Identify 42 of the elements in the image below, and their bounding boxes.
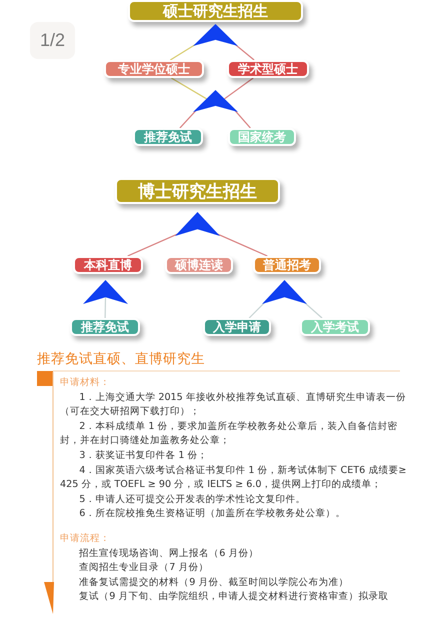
category-box: 学术型硕士 <box>227 60 309 78</box>
connector-line <box>104 297 106 318</box>
triangle-marker <box>175 212 220 236</box>
category-box: 国家统考 <box>228 128 296 146</box>
page-indicator: 1/2 <box>30 22 76 59</box>
section-heading: 推荐免试直硕、直博研究生 <box>37 350 205 368</box>
title-box: 博士研究生招生 <box>115 178 280 204</box>
step-text: 准备复试需提交的材料（9 月份、截至时间以学院公布为准） <box>78 576 350 590</box>
connector-line <box>179 109 198 128</box>
connector-line <box>248 301 266 318</box>
category-box: 入学申请 <box>203 318 271 336</box>
triangle-marker <box>193 24 238 46</box>
category-box: 硕博连读 <box>165 256 233 274</box>
connector-line <box>234 109 251 128</box>
category-box: 推荐免试 <box>70 318 140 336</box>
connector-line <box>170 43 197 61</box>
connector-line <box>303 301 322 318</box>
list-item: 4．国家英语六级考试合格证书复印件 1 份，新考试体制下 CET6 成绩要≥ 425 分，或 TOEFL ≥ 90 分，或 IELTS ≥ 6.0，提供网上打印的成绩单； <box>60 464 408 492</box>
category-box: 本科直博 <box>73 256 143 274</box>
subsection-heading: 申请流程： <box>60 532 111 546</box>
step-text: 复试（9 月下旬、由学院组织，申请人提交材料进行资格审查）拟录取 <box>78 590 390 604</box>
triangle-marker <box>83 280 128 304</box>
triangle-marker <box>262 280 307 304</box>
connector-line <box>224 78 254 100</box>
step-text: 查阅招生专业目录（7 月份） <box>78 561 210 576</box>
connector-line <box>170 77 207 100</box>
list-item: 6．所在院校推免生资格证明（加盖所在学校教务处公章）。 <box>78 507 346 522</box>
connector-line <box>216 233 268 257</box>
category-box: 推荐免试 <box>133 128 203 146</box>
title-box: 硕士研究生招生 <box>128 0 303 22</box>
list-item: 2．本科成绩单 1 份，要求加盖所在学校教务处公章后，装入自备信封密封，并在封口骑缝处加盖教务处公章； <box>60 420 398 448</box>
step-text: 招生宣传现场咨询、网上报名（6 月份） <box>78 546 260 561</box>
category-box: 入学考试 <box>300 318 370 336</box>
list-item: 5．申请人还可提交公开发表的学术性论文复印件。 <box>78 492 306 507</box>
triangle-marker <box>193 90 238 112</box>
connector-line <box>127 233 179 257</box>
subsection-heading: 申请材料： <box>60 376 111 390</box>
list-item: 3．获奖证书复印件各 1 份； <box>78 448 208 463</box>
connector-line <box>234 43 254 60</box>
list-item: 1．上海交通大学 2015 年接收外校推荐免试直硕、直博研究生申请表一份（可在交大研招网下载打印）； <box>60 390 407 420</box>
category-box: 专业学位硕士 <box>104 60 204 78</box>
category-box: 普通招考 <box>253 256 321 274</box>
